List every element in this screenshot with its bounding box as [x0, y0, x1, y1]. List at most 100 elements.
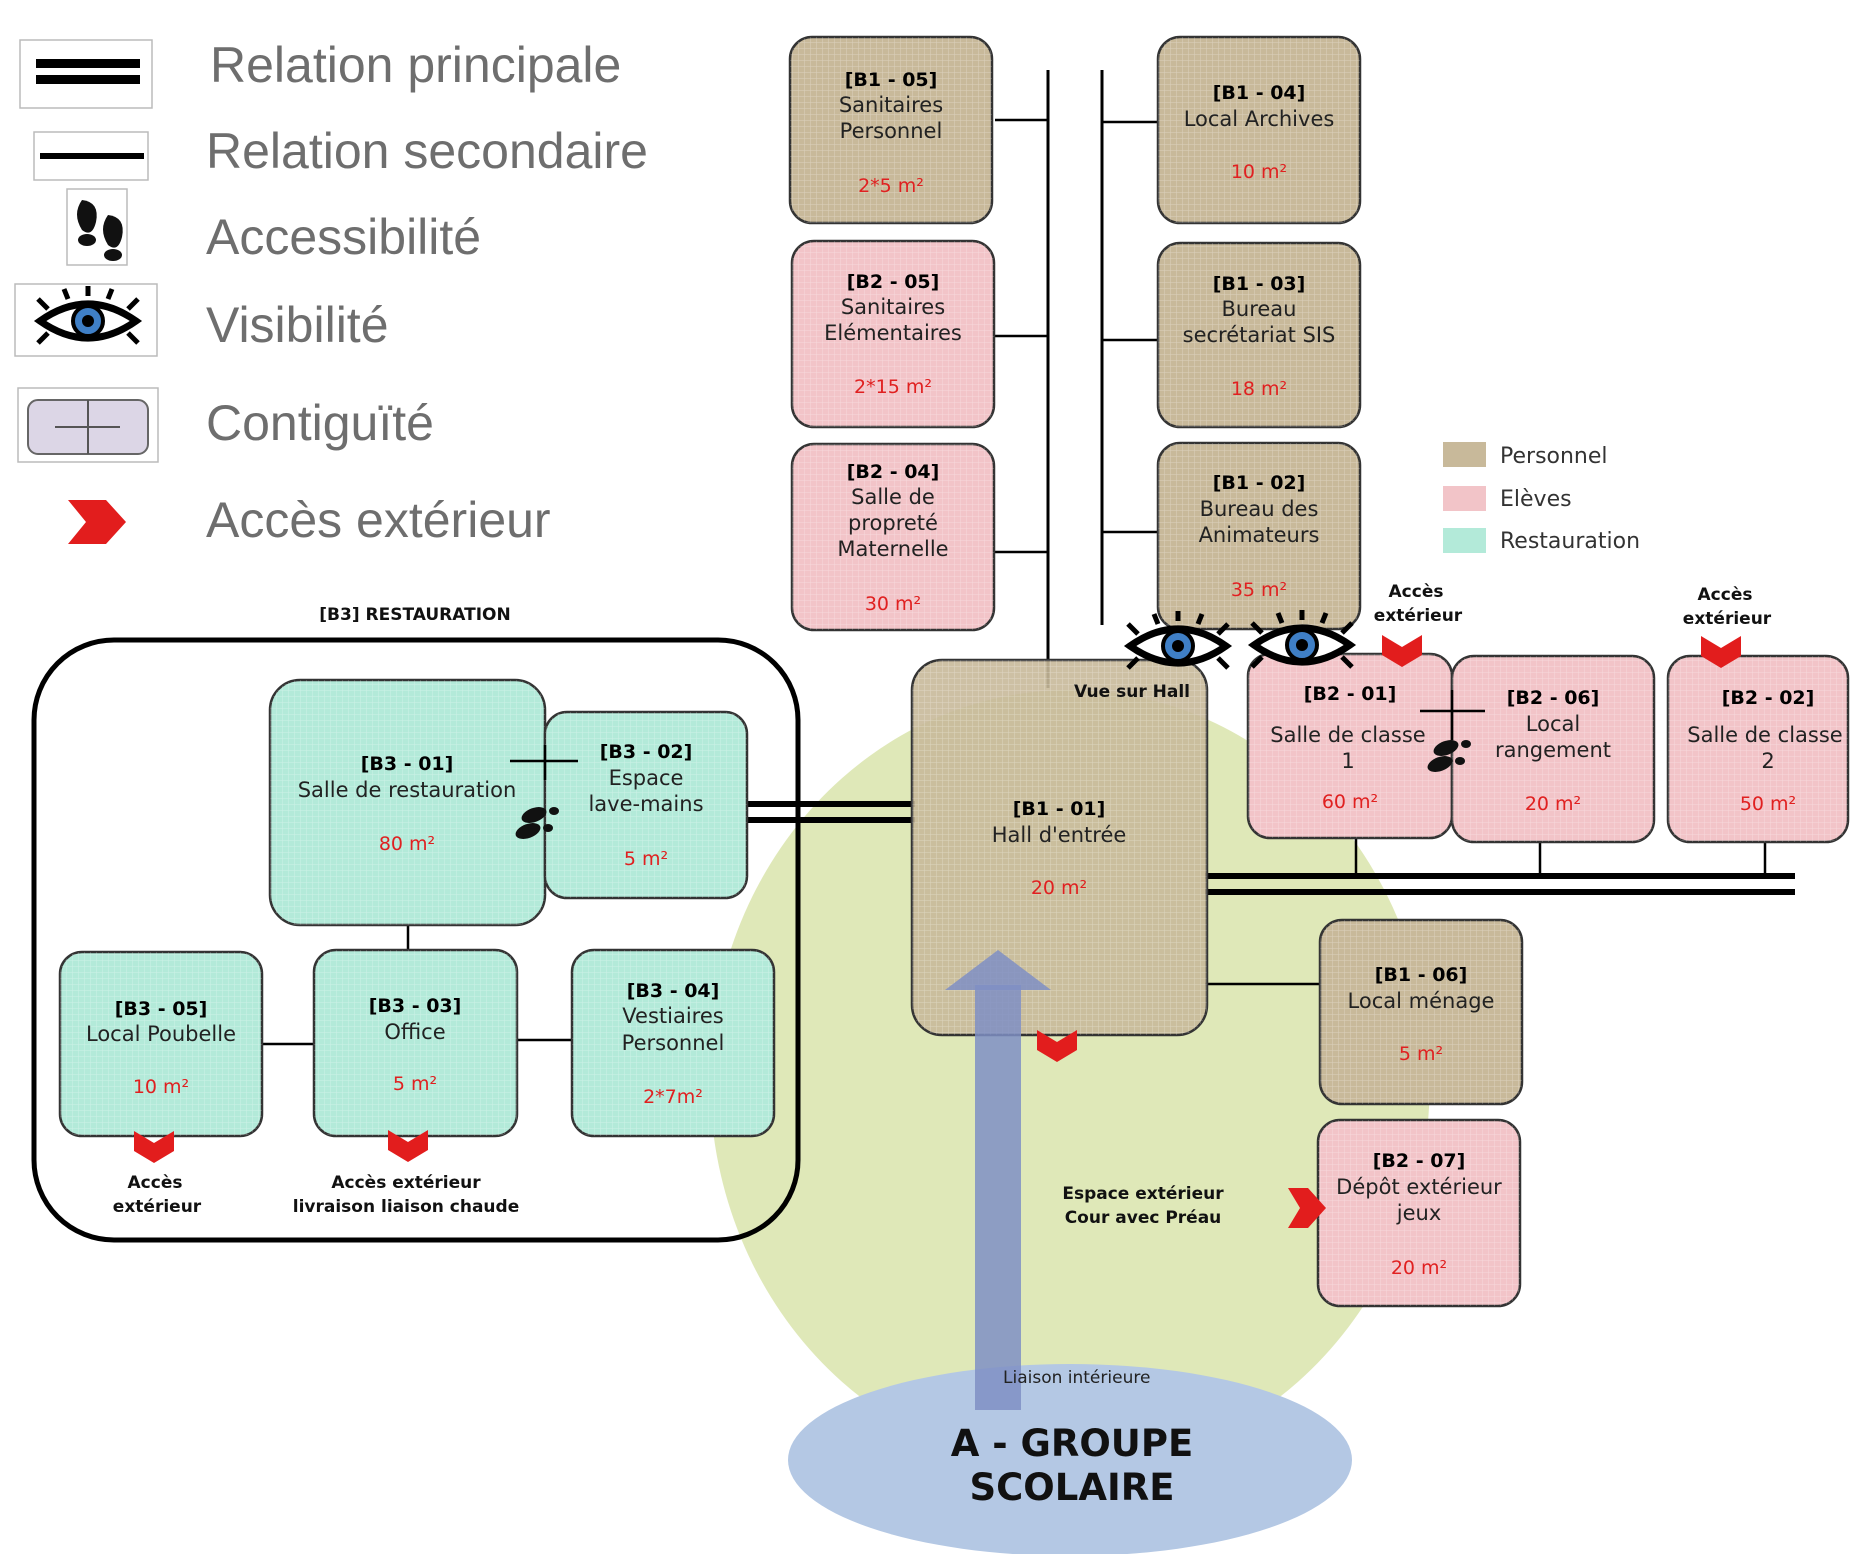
room-area: 30 m² [865, 593, 921, 615]
room-b3-05[interactable]: [B3 - 05] Local Poubelle 10 m² [58, 950, 264, 1138]
acces-exterieur-label: Accès [128, 1173, 183, 1193]
color-key-eleves: Elèves [1500, 487, 1572, 512]
room-code: [B2 - 07] [1373, 1150, 1466, 1172]
room-code: [B1 - 06] [1375, 964, 1468, 986]
groupe-scolaire-label: SCOLAIRE [970, 1466, 1175, 1509]
room-area: 2*7m² [643, 1086, 703, 1108]
room-label-1: Local [1526, 712, 1580, 736]
room-b2-07[interactable]: [B2 - 07] Dépôt extérieur jeux 20 m² [1316, 1118, 1522, 1308]
room-area: 50 m² [1740, 793, 1796, 815]
room-label-2: secrétariat SIS [1183, 323, 1336, 347]
vue-sur-hall-label: Vue sur Hall [1074, 682, 1190, 702]
room-code: [B2 - 01] [1304, 683, 1397, 705]
room-b1-01[interactable]: Vue sur Hall [B1 - 01] Hall d'entrée 20 … [910, 658, 1209, 1037]
legend-visibilite: Visibilité [206, 297, 389, 353]
room-b3-03[interactable]: [B3 - 03] Office 5 m² [312, 948, 519, 1138]
acces-exterieur-label: extérieur [1374, 606, 1463, 626]
legend-access-arrow-icon [68, 500, 126, 544]
room-label-2: 1 [1341, 749, 1354, 773]
room-b1-05[interactable]: [B1 - 05] Sanitaires Personnel 2*5 m² [788, 35, 994, 225]
room-b2-02[interactable]: [B2 - 02] Salle de classe 2 50 m² [1666, 654, 1850, 844]
room-area: 5 m² [624, 848, 668, 870]
room-b2-01[interactable]: [B2 - 01] Salle de classe 1 60 m² [1246, 652, 1454, 840]
room-area: 5 m² [393, 1073, 437, 1095]
color-key-personnel: Personnel [1500, 444, 1608, 469]
restauration-group-frame [31, 637, 801, 1243]
acces-livraison-label: Accès extérieur [331, 1173, 481, 1193]
color-key-eleves-swatch [1443, 486, 1486, 511]
room-code: [B2 - 05] [847, 271, 940, 293]
room-label-1: Local Archives [1184, 107, 1335, 131]
restauration-group-title: [B3] RESTAURATION [319, 605, 510, 625]
room-label-1: Sanitaires [841, 295, 945, 319]
legend-relation-principale: Relation principale [210, 37, 621, 93]
room-code: [B1 - 02] [1213, 472, 1306, 494]
room-code: [B1 - 04] [1213, 82, 1306, 104]
room-area: 35 m² [1231, 579, 1287, 601]
room-label-1: Salle de classe [1687, 723, 1842, 747]
room-label-1: Bureau [1222, 297, 1297, 321]
legend-acces-exterieur: Accès extérieur [206, 492, 551, 548]
room-label-1: Local Poubelle [86, 1022, 236, 1046]
room-code: [B1 - 01] [1013, 798, 1106, 820]
room-label-1: Office [384, 1020, 445, 1044]
room-code: [B3 - 05] [115, 998, 208, 1020]
room-area: 60 m² [1322, 791, 1378, 813]
room-label-1: Sanitaires [839, 93, 943, 117]
room-label-2: Personnel [622, 1031, 725, 1055]
legend-accessibilite: Accessibilité [206, 209, 481, 265]
room-label-1: Dépôt extérieur [1336, 1175, 1502, 1199]
room-area: 5 m² [1399, 1043, 1443, 1065]
room-label-1: Vestiaires [622, 1004, 723, 1028]
room-label-2: Personnel [840, 119, 943, 143]
room-b3-01[interactable]: [B3 - 01] Salle de restauration 80 m² [268, 678, 547, 927]
room-label-1: Bureau des [1200, 497, 1319, 521]
groupe-scolaire-label: A - GROUPE [951, 1422, 1194, 1465]
room-b3-02[interactable]: [B3 - 02] Espace lave-mains 5 m² [543, 710, 749, 900]
room-b1-06[interactable]: [B1 - 06] Local ménage 5 m² [1318, 918, 1524, 1106]
legend-contiguite: Contiguïté [206, 395, 434, 451]
color-key-personnel-swatch [1443, 442, 1486, 467]
room-label-2: propreté [848, 511, 938, 535]
room-b1-02[interactable]: [B1 - 02] Bureau des Animateurs 35 m² [1156, 441, 1362, 631]
room-label-2: lave-mains [588, 792, 703, 816]
room-area: 20 m² [1525, 793, 1581, 815]
room-code: [B3 - 02] [600, 741, 693, 763]
room-label-1: Salle de classe [1270, 723, 1425, 747]
room-code: [B3 - 01] [361, 753, 454, 775]
acces-exterieur-label: Accès [1389, 582, 1444, 602]
access-arrow-icon [1288, 1188, 1326, 1228]
room-code: [B2 - 02] [1722, 687, 1815, 709]
room-label-1: Local ménage [1348, 989, 1495, 1013]
room-label-1: Salle de [851, 485, 935, 509]
room-code: [B2 - 04] [847, 461, 940, 483]
espace-exterieur-label: Espace extérieur [1062, 1184, 1224, 1204]
color-key-restauration: Restauration [1500, 529, 1640, 554]
room-b2-06[interactable]: [B2 - 06] Local rangement 20 m² [1450, 654, 1656, 844]
room-label-1: Salle de restauration [298, 778, 517, 802]
legend-relation-secondaire: Relation secondaire [206, 123, 648, 179]
room-label-2: Animateurs [1199, 523, 1320, 547]
legend-main-relation-icon [19, 39, 153, 109]
room-b3-04[interactable]: [B3 - 04] Vestiaires Personnel 2*7m² [570, 948, 776, 1138]
room-b1-03[interactable]: [B1 - 03] Bureau secrétariat SIS 18 m² [1156, 241, 1362, 429]
room-label-2: rangement [1495, 738, 1611, 762]
room-label-2: 2 [1761, 749, 1774, 773]
exterior-zone [710, 690, 1430, 1470]
room-code: [B1 - 03] [1213, 273, 1306, 295]
room-b2-05[interactable]: [B2 - 05] Sanitaires Elémentaires 2*15 m… [790, 239, 996, 429]
room-label-2: jeux [1396, 1201, 1442, 1225]
room-label-1: Espace [609, 766, 684, 790]
room-b1-04[interactable]: [B1 - 04] Local Archives 10 m² [1156, 35, 1362, 225]
room-b2-04[interactable]: [B2 - 04] Salle de propreté Maternelle 3… [790, 442, 996, 632]
liaison-interieure-label: Liaison intérieure [1003, 1368, 1150, 1388]
room-label-2: Elémentaires [824, 321, 962, 345]
color-key-restauration-swatch [1443, 528, 1486, 553]
acces-exterieur-label: extérieur [113, 1197, 202, 1217]
acces-exterieur-label: extérieur [1683, 609, 1772, 629]
room-code: [B3 - 04] [627, 980, 720, 1002]
espace-exterieur-label: Cour avec Préau [1065, 1208, 1222, 1228]
groupe-scolaire-zone [788, 1364, 1352, 1554]
color-key: Personnel Elèves Restauration [1443, 442, 1640, 554]
legend: Relation principale Relation secondaire … [14, 37, 648, 548]
